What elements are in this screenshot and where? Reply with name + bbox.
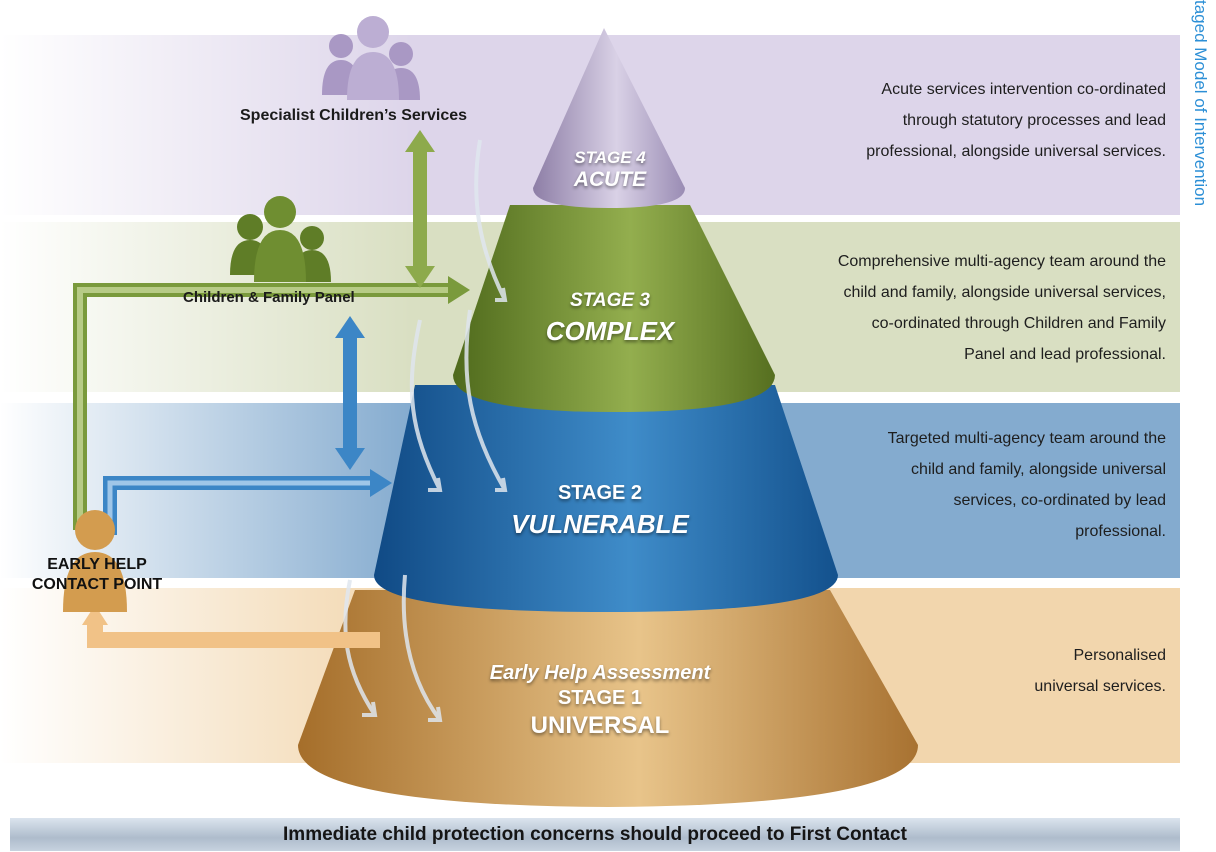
flow-arrows: [343, 139, 508, 722]
stage3-label: STAGE 3 COMPLEX: [520, 290, 700, 347]
stage4-desc-line: through statutory processes and lead: [902, 112, 1166, 129]
stage1-pre: Early Help Assessment: [489, 662, 711, 684]
cone-stage4: [533, 28, 685, 208]
cone-stage1: [298, 590, 918, 807]
stage4-desc-line: Acute services intervention co-ordinated: [881, 81, 1166, 98]
cone-stage3: [453, 205, 775, 412]
panel-label: Children & Family Panel: [183, 289, 355, 306]
stage3-name: COMPLEX: [545, 316, 675, 346]
specialist-double-arrow: [405, 130, 435, 288]
stage1-return-arrow: [82, 605, 380, 648]
stage4-description: Acute services intervention co-ordinated…: [866, 74, 1166, 167]
stage2-desc-line: professional.: [1075, 523, 1166, 540]
early-help-label: EARLY HELP CONTACT POINT: [12, 555, 182, 595]
stage1-label: Early Help Assessment STAGE 1 UNIVERSAL: [460, 662, 740, 740]
stage1-name: UNIVERSAL: [530, 712, 670, 739]
stage1-description: Personalised universal services.: [1034, 640, 1166, 702]
stage4-label: STAGE 4 ACUTE: [540, 148, 680, 192]
specialist-people-icon: [322, 16, 420, 100]
stage2-desc-line: child and family, alongside universal: [911, 461, 1166, 478]
stage1-desc-line: universal services.: [1034, 678, 1166, 695]
specialist-label: Specialist Children’s Services: [240, 107, 468, 124]
stage2-label: STAGE 2 VULNERABLE: [490, 482, 710, 540]
early-help-line2: CONTACT POINT: [31, 576, 163, 593]
stage1-number: STAGE 1: [557, 687, 643, 709]
stage2-number: STAGE 2: [557, 482, 643, 504]
side-title-text: taged Model of Intervention: [1191, 0, 1210, 207]
side-title: taged Model of Intervention: [1170, 0, 1216, 270]
panel-arrow: [73, 276, 470, 530]
stage3-desc-line: Comprehensive multi-agency team around t…: [837, 253, 1166, 270]
stage4-number: STAGE 4: [574, 148, 646, 167]
early-help-figure-icon: [63, 510, 127, 612]
stage3-desc-line: co-ordinated through Children and Family: [871, 315, 1166, 332]
stage2-desc-line: Targeted multi-agency team around the: [887, 430, 1166, 447]
stage4-desc-line: professional, alongside universal servic…: [866, 143, 1166, 160]
stage2-desc-line: services, co-ordinated by lead: [953, 492, 1166, 509]
cone-stage2: [374, 385, 838, 612]
stage1-desc-line: Personalised: [1073, 647, 1167, 664]
footer-bar: Immediate child protection concerns shou…: [10, 818, 1180, 851]
stage3-description: Comprehensive multi-agency team around t…: [838, 246, 1166, 370]
stage2-name: VULNERABLE: [511, 509, 689, 539]
stage4-name: ACUTE: [573, 168, 647, 191]
panel-people-icon: [230, 196, 331, 282]
stage3-desc-line: child and family, alongside universal se…: [843, 284, 1166, 301]
stage3-desc-line: Panel and lead professional.: [964, 346, 1166, 363]
stage2-description: Targeted multi-agency team around the ch…: [888, 423, 1166, 547]
early-help-line1: EARLY HELP: [47, 556, 147, 573]
panel-double-arrow: [335, 316, 365, 470]
stage3-number: STAGE 3: [570, 290, 650, 311]
